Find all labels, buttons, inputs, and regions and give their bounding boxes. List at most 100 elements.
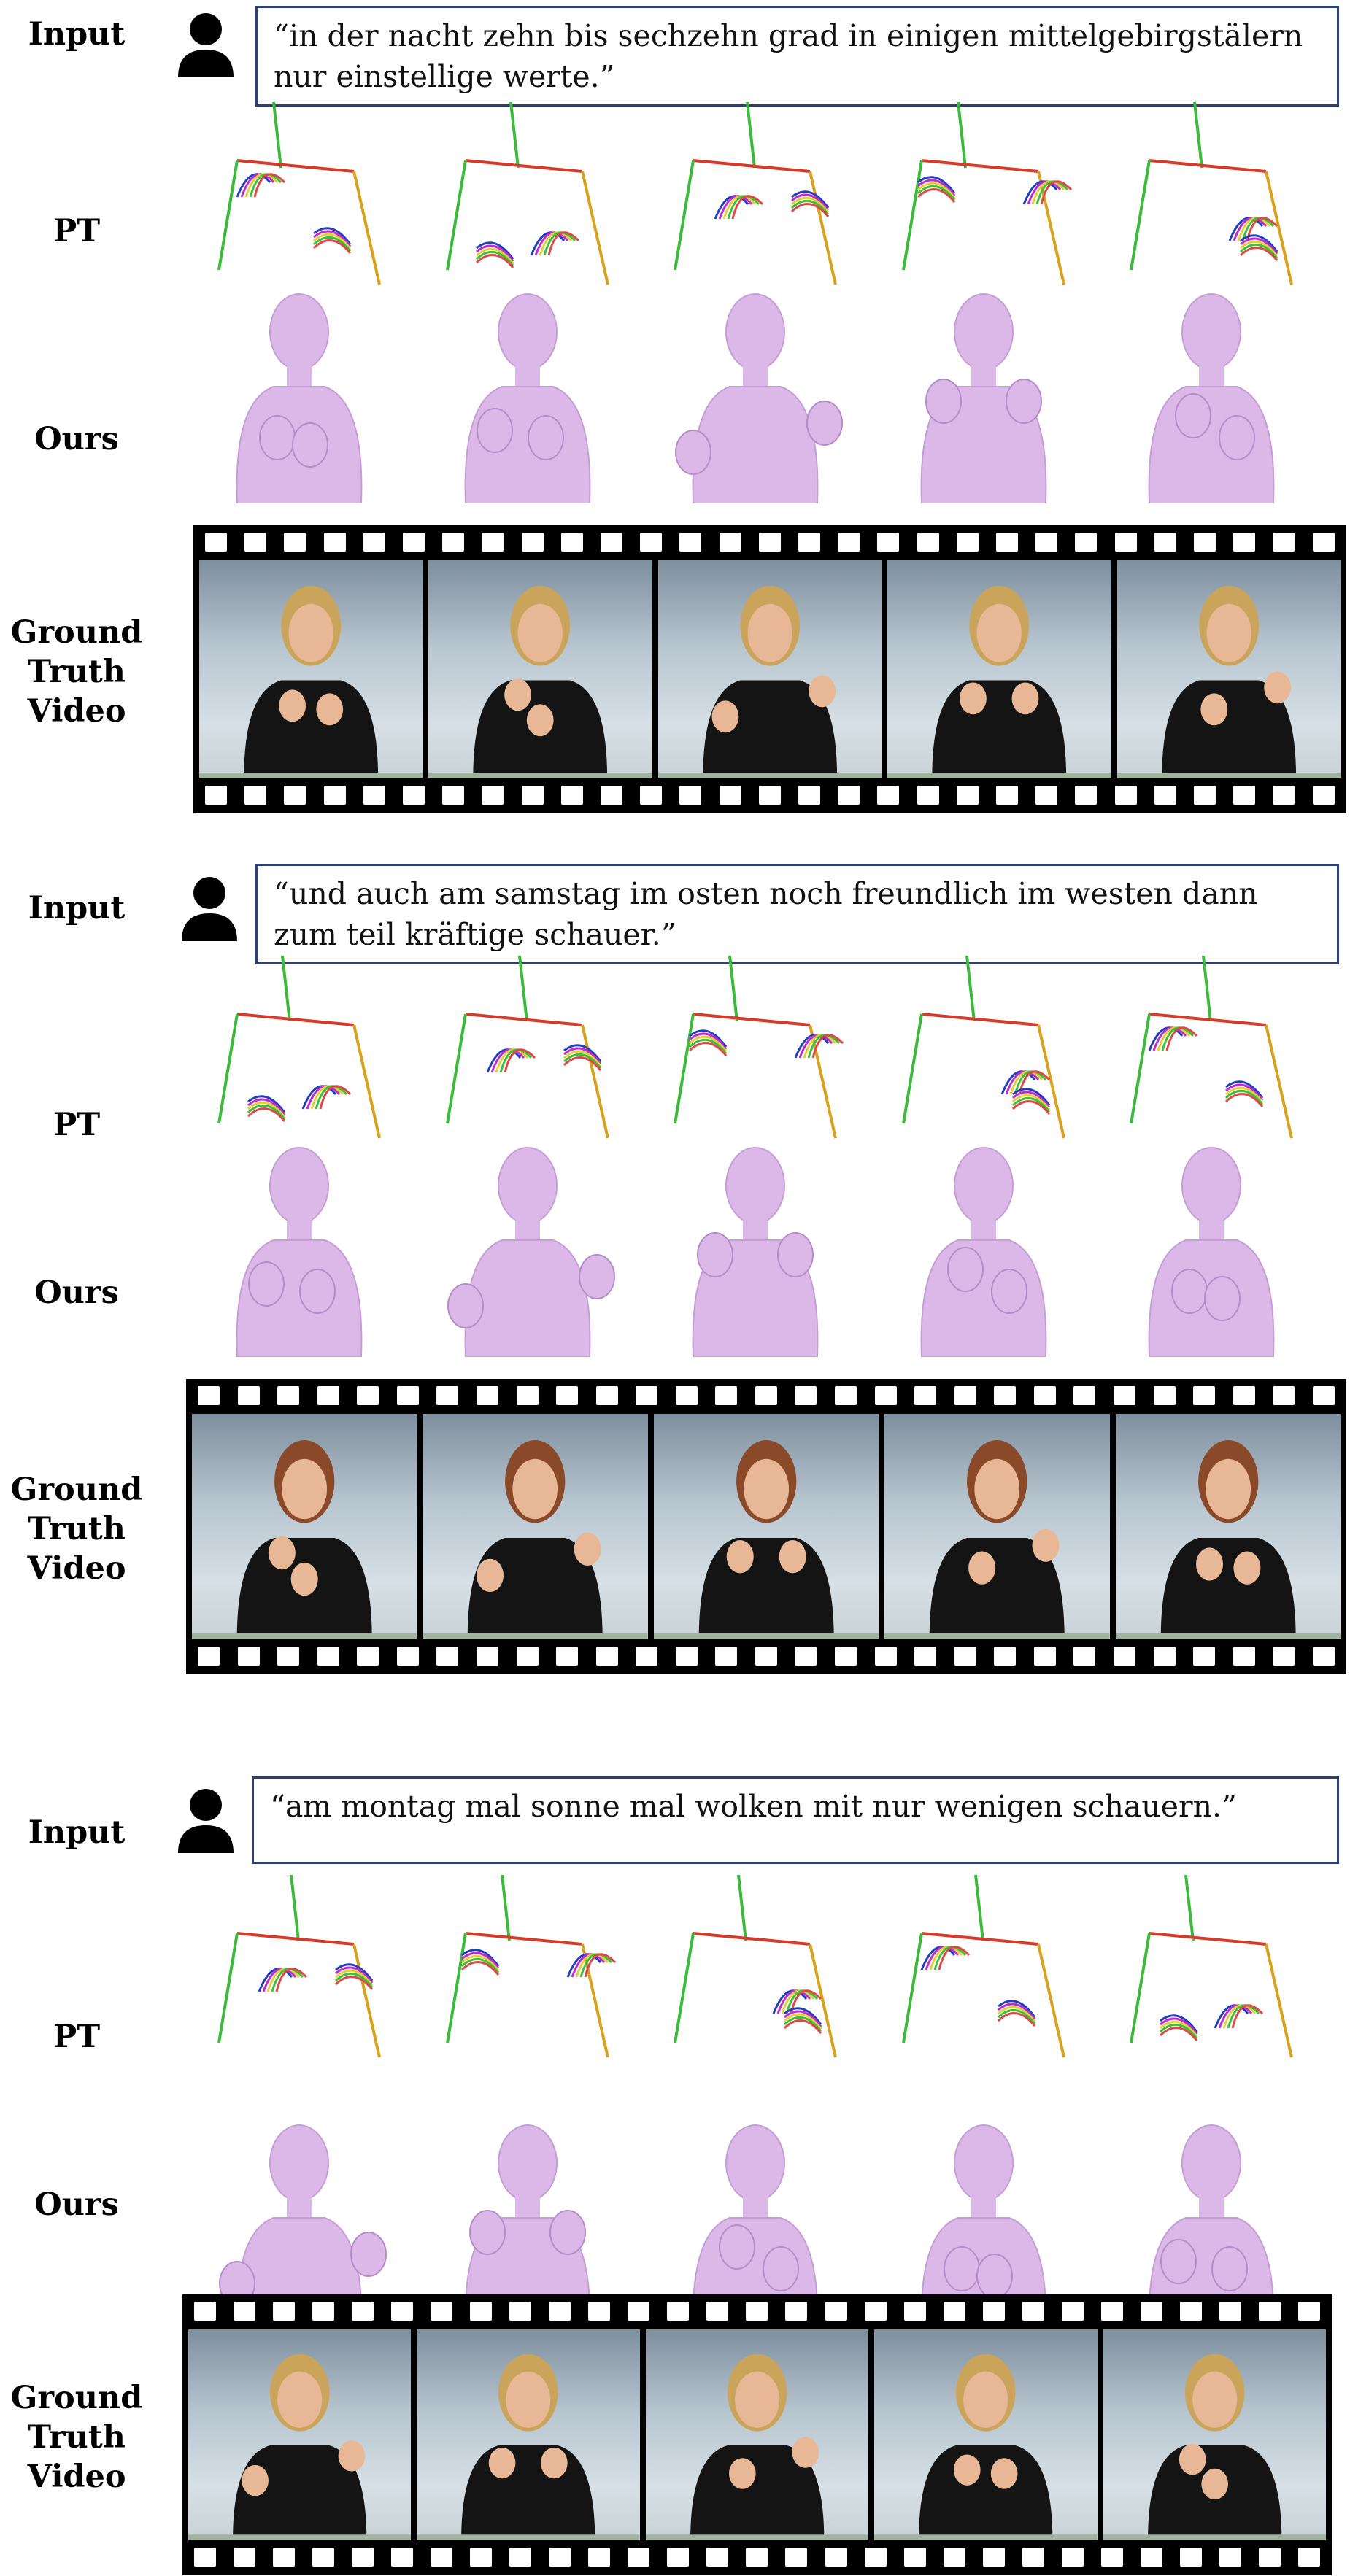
frame-floor: [874, 2534, 1098, 2540]
row-label-line: Truth: [28, 1511, 126, 1547]
finger-keypoints: [460, 1954, 499, 1971]
video-frame: [423, 1414, 648, 1639]
film-sprocket-hole: [284, 533, 306, 552]
signer-torso: [932, 680, 1067, 778]
shoulder-bone: [465, 159, 582, 173]
film-sprocket-hole: [917, 786, 939, 805]
finger-keypoints: [1240, 237, 1278, 255]
head-bone: [728, 956, 738, 1022]
film-sprocket-hole: [1258, 2302, 1281, 2321]
film-sprocket-hole: [675, 1647, 698, 1666]
finger-keypoints: [997, 2000, 1035, 2018]
signer-image: [192, 1440, 417, 1639]
head-bone: [1193, 102, 1203, 169]
avatar-mesh: [236, 293, 363, 503]
film-sprocket-hole: [1233, 786, 1256, 805]
film-sprocket-hole: [917, 533, 939, 552]
finger-keypoints: [1228, 217, 1264, 241]
signer-image: [1115, 1440, 1341, 1639]
frame-floor: [645, 2534, 869, 2540]
user-icon: [175, 1787, 236, 1853]
video-frame: [1103, 2329, 1327, 2540]
finger-keypoints: [253, 173, 286, 198]
finger-keypoints: [543, 231, 576, 256]
shoulder-bone: [1149, 1932, 1267, 1946]
left-arm-bone: [674, 160, 695, 271]
finger-keypoints: [313, 233, 352, 250]
film-sprocket-hole: [198, 1647, 220, 1666]
film-sprocket-hole: [1114, 786, 1137, 805]
film-sprocket-hole: [715, 1386, 738, 1405]
frame-floor: [657, 773, 882, 778]
film-sprocket-hole: [706, 2548, 729, 2567]
film-sprocket-hole: [549, 2302, 571, 2321]
finger-keypoints: [784, 2013, 822, 2030]
finger-keypoints: [1011, 1088, 1050, 1106]
avatar-right-hand: [527, 415, 564, 460]
film-sprocket-hole: [864, 2302, 887, 2321]
film-sprocket-hole: [509, 2302, 532, 2321]
finger-keypoints: [917, 185, 955, 201]
video-frame: [887, 560, 1111, 778]
finger-keypoints: [1239, 243, 1278, 259]
pose-skeleton: [445, 1875, 616, 2058]
avatar-head: [497, 2124, 558, 2202]
avatar-torso: [692, 386, 819, 503]
signer-face: [1205, 1458, 1251, 1520]
finger-keypoints: [475, 250, 514, 266]
finger-keypoints: [1233, 217, 1268, 241]
finger-keypoints: [247, 1095, 286, 1113]
shoulder-bone: [465, 1013, 582, 1026]
finger-keypoints: [791, 196, 830, 213]
film-sprocket-hole: [1114, 533, 1137, 552]
head-bone: [737, 1875, 747, 1941]
finger-keypoints: [929, 1946, 963, 1970]
film-sprocket-hole: [549, 2548, 571, 2567]
input-sentence-box: “am montag mal sonne mal wolken mit nur …: [252, 1776, 1339, 1864]
film-sprocket-hole: [1033, 1386, 1056, 1405]
signer-image: [1103, 2353, 1327, 2540]
film-sprocket-hole: [675, 1386, 698, 1405]
video-frames: [192, 1414, 1341, 1639]
pose-skeleton: [217, 1875, 381, 2058]
film-sprocket-hole: [1022, 2302, 1044, 2321]
head-bone: [1202, 956, 1212, 1022]
finger-keypoints: [997, 2003, 1035, 2020]
finger-keypoints: [312, 239, 352, 254]
finger-keypoints: [247, 1101, 286, 1118]
row-label-input: Input: [28, 890, 126, 927]
right-arm-bone: [1265, 1024, 1293, 1139]
film-sprocket-hole: [1194, 533, 1216, 552]
shoulder-bone: [236, 1013, 355, 1026]
film-sprocket-hole: [795, 1386, 817, 1405]
avatar-mesh: [1148, 1147, 1275, 1357]
avatar-mesh: [219, 2124, 387, 2335]
avatar-left-hand: [697, 1232, 733, 1277]
shoulder-bone: [693, 159, 811, 173]
avatar-neck: [514, 2196, 540, 2218]
finger-keypoints: [335, 1963, 374, 1981]
film-strip: [193, 525, 1346, 813]
film-sprocket-hole: [1154, 533, 1176, 552]
finger-keypoints: [1225, 1086, 1264, 1103]
avatar-head: [1181, 1147, 1241, 1224]
row-label-ours: Ours: [34, 421, 119, 457]
frame-floor: [884, 1633, 1110, 1639]
film-sprocket-hole: [1073, 1647, 1096, 1666]
head-bone: [746, 102, 756, 169]
finger-keypoints: [266, 1968, 301, 1992]
film-sprocket-hole: [601, 786, 623, 805]
finger-keypoints: [1005, 1070, 1039, 1095]
finger-keypoints: [495, 1048, 528, 1073]
row-label-line: Video: [27, 2459, 126, 2495]
right-arm-bone: [1265, 171, 1293, 285]
pose-skeleton: [901, 102, 1072, 285]
film-sprocket-hole: [636, 1647, 658, 1666]
video-frame: [1116, 560, 1341, 778]
avatar-head: [497, 293, 558, 371]
avatar-neck: [1199, 2196, 1224, 2218]
frame-floor: [423, 1633, 648, 1639]
film-sprocket-hole: [667, 2302, 690, 2321]
signer-face: [277, 2371, 323, 2428]
film-sprocket-hole: [1140, 2548, 1162, 2567]
